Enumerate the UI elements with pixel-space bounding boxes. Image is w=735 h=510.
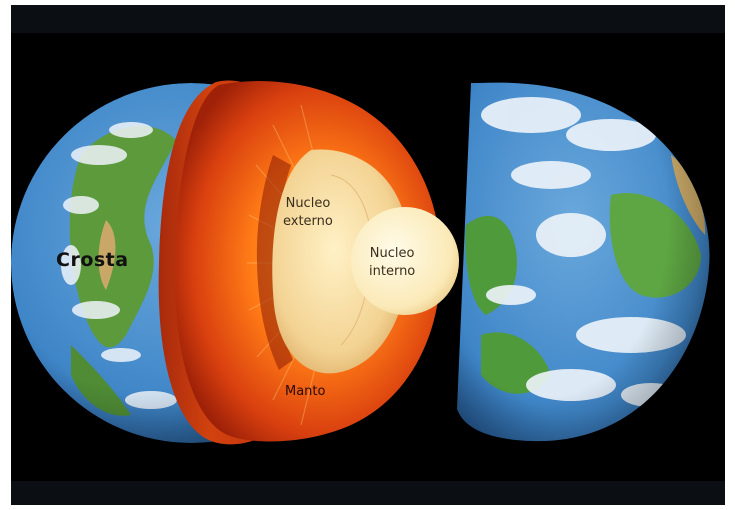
inner-core-label-line1: Nucleo <box>369 246 415 261</box>
inner-core-label: Nucleo interno <box>369 245 415 281</box>
mantle-label: Manto <box>285 384 326 399</box>
bottom-band <box>11 481 725 505</box>
outer-core <box>272 149 410 374</box>
outer-core-label-line1: Nucleo <box>285 196 331 211</box>
inner-core <box>351 207 459 315</box>
outer-core-label-line2: externo <box>283 214 333 229</box>
right-hemisphere <box>457 82 710 442</box>
inner-core-label-line2: interno <box>369 264 416 279</box>
outer-core-label: Nucleo externo <box>283 195 333 231</box>
earth-layers-illustration <box>11 80 710 445</box>
diagram-frame: Crosta Nucleo externo Nucleo interno Man… <box>11 5 725 505</box>
crust-label: Crosta <box>56 249 129 271</box>
top-band <box>11 5 725 33</box>
